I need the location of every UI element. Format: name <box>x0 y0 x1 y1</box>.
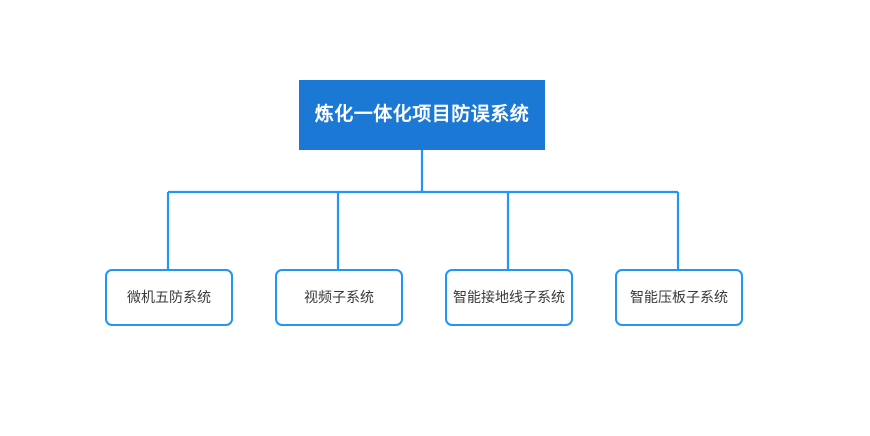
child-node-shipin[interactable]: 视频子系统 <box>275 269 403 326</box>
child-node-label: 智能接地线子系统 <box>453 289 565 306</box>
child-node-weiji-wufang[interactable]: 微机五防系统 <box>105 269 233 326</box>
child-node-zhineng-yaban[interactable]: 智能压板子系统 <box>615 269 743 326</box>
root-node-label: 炼化一体化项目防误系统 <box>314 103 530 125</box>
child-node-label: 微机五防系统 <box>127 289 211 306</box>
child-node-zhineng-jiediuxian[interactable]: 智能接地线子系统 <box>445 269 573 326</box>
child-node-label: 智能压板子系统 <box>630 289 728 306</box>
child-node-label: 视频子系统 <box>304 289 374 306</box>
root-node[interactable]: 炼化一体化项目防误系统 <box>299 80 545 150</box>
